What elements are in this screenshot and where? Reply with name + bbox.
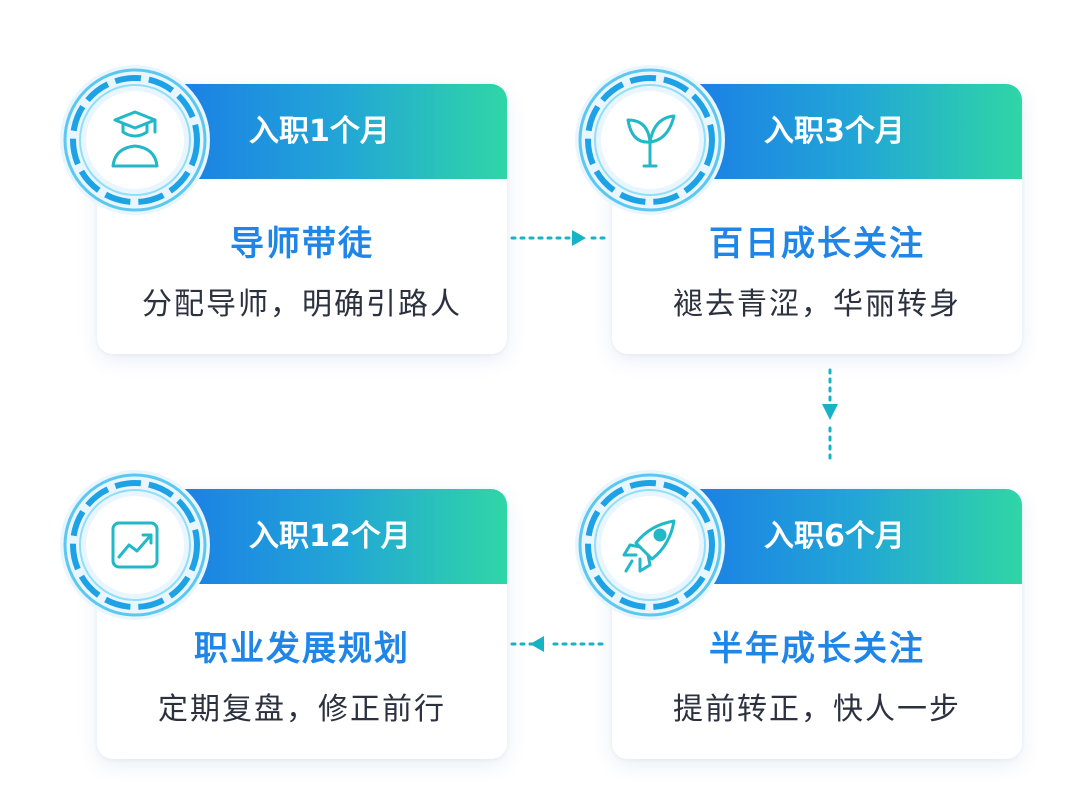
step-title: 半年成长关注	[709, 629, 925, 669]
period-banner: 入职6个月	[692, 489, 1022, 584]
step-description: 提前转正，快人一步	[673, 692, 961, 727]
graduate-icon	[111, 110, 159, 168]
rocket-icon-badge	[570, 465, 730, 625]
arrow-down	[822, 368, 838, 464]
graduate-icon-badge	[55, 60, 215, 220]
rocket-icon	[622, 519, 676, 573]
step-card-3-months: 入职3个月 百日成长关注 褪去青涩，华丽转身	[575, 65, 1022, 354]
step-title: 导师带徒	[230, 224, 374, 264]
step-description: 褪去青涩，华丽转身	[673, 287, 961, 322]
step-title: 职业发展规划	[194, 629, 410, 669]
arrow-right	[510, 230, 606, 246]
period-label: 入职12个月	[249, 519, 411, 554]
period-label: 入职3个月	[764, 114, 905, 149]
card-body: 半年成长关注 提前转正，快人一步	[612, 584, 1022, 759]
growth-chart-icon-badge	[55, 465, 215, 625]
step-description: 定期复盘，修正前行	[158, 692, 446, 727]
step-card-12-months: 入职12个月 职业发展规划 定期复盘，修正前行	[60, 470, 507, 759]
step-title: 百日成长关注	[709, 224, 925, 264]
card-body: 百日成长关注 褪去青涩，华丽转身	[612, 179, 1022, 354]
arrow-left	[510, 636, 606, 652]
sprout-icon	[626, 114, 676, 168]
growth-chart-icon	[111, 521, 159, 569]
period-label: 入职1个月	[249, 114, 390, 149]
sprout-icon-badge	[570, 60, 730, 220]
step-description: 分配导师，明确引路人	[142, 287, 462, 322]
period-label: 入职6个月	[764, 519, 905, 554]
step-card-1-month: 入职1个月 导师带徒 分配导师，明确引路人	[60, 65, 507, 354]
period-banner: 入职12个月	[177, 489, 507, 584]
period-banner: 入职1个月	[177, 84, 507, 179]
period-banner: 入职3个月	[692, 84, 1022, 179]
step-card-6-months: 入职6个月 半年成长关注 提前转正，快人一步	[575, 470, 1022, 759]
